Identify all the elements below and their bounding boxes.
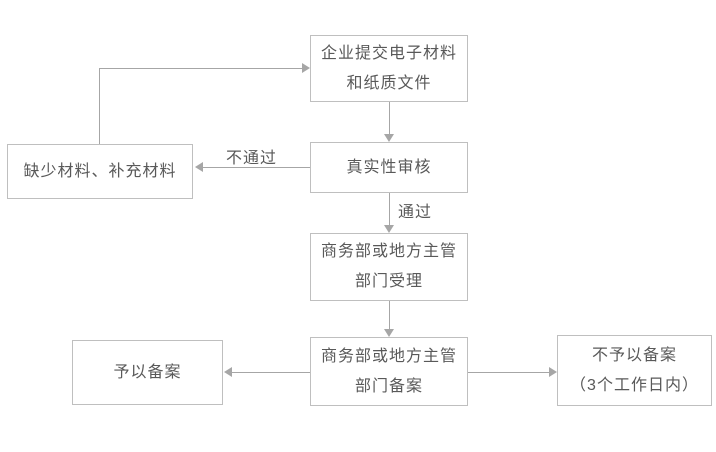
arrowhead-down-icon [384,329,394,337]
node-label-line: 予以备案 [113,363,182,381]
node-department-acceptance: 商务部或地方主管 部门受理 [310,233,468,301]
node-filing-denied: 不予以备案 （3个工作日内） [557,335,712,406]
arrowhead-left-icon [195,162,203,172]
node-label-line: （3个工作日内） [570,376,699,394]
edge-label-pass: 通过 [398,204,433,221]
node-department-filing: 商务部或地方主管 部门备案 [310,337,468,406]
arrowhead-left-icon [224,367,232,377]
edge-review-to-accept-line [389,193,390,225]
arrowhead-down-icon [384,225,394,233]
node-label-line: 商务部或地方主管 [320,347,457,365]
node-missing-materials: 缺少材料、补充材料 [7,144,193,199]
edge-filing-to-approved-line [232,372,310,373]
edge-filing-to-rejected-line [468,372,549,373]
node-filing-granted: 予以备案 [72,340,223,405]
edge-missing-to-submit-horizontal-line [99,68,302,69]
node-authenticity-review: 真实性审核 [310,142,468,193]
node-label-line: 不予以备案 [591,346,677,364]
node-label-line: 企业提交电子材料 [320,44,457,62]
arrowhead-down-icon [384,134,394,142]
node-label-line: 真实性审核 [346,158,432,176]
edge-review-to-missing-line [203,167,310,168]
node-label-line: 缺少材料、补充材料 [23,162,177,180]
node-label-line: 和纸质文件 [346,74,432,92]
node-submit-materials: 企业提交电子材料 和纸质文件 [310,35,468,102]
edge-label-fail: 不通过 [226,150,278,167]
node-label-line: 商务部或地方主管 [320,243,457,260]
node-label-line: 部门受理 [354,273,423,290]
edge-accept-to-filing-line [389,301,390,329]
edge-submit-to-review-line [389,102,390,134]
edge-missing-to-submit-vertical-line [99,68,100,144]
arrowhead-right-icon [302,63,310,73]
node-label-line: 部门备案 [354,377,423,395]
arrowhead-right-icon [549,367,557,377]
